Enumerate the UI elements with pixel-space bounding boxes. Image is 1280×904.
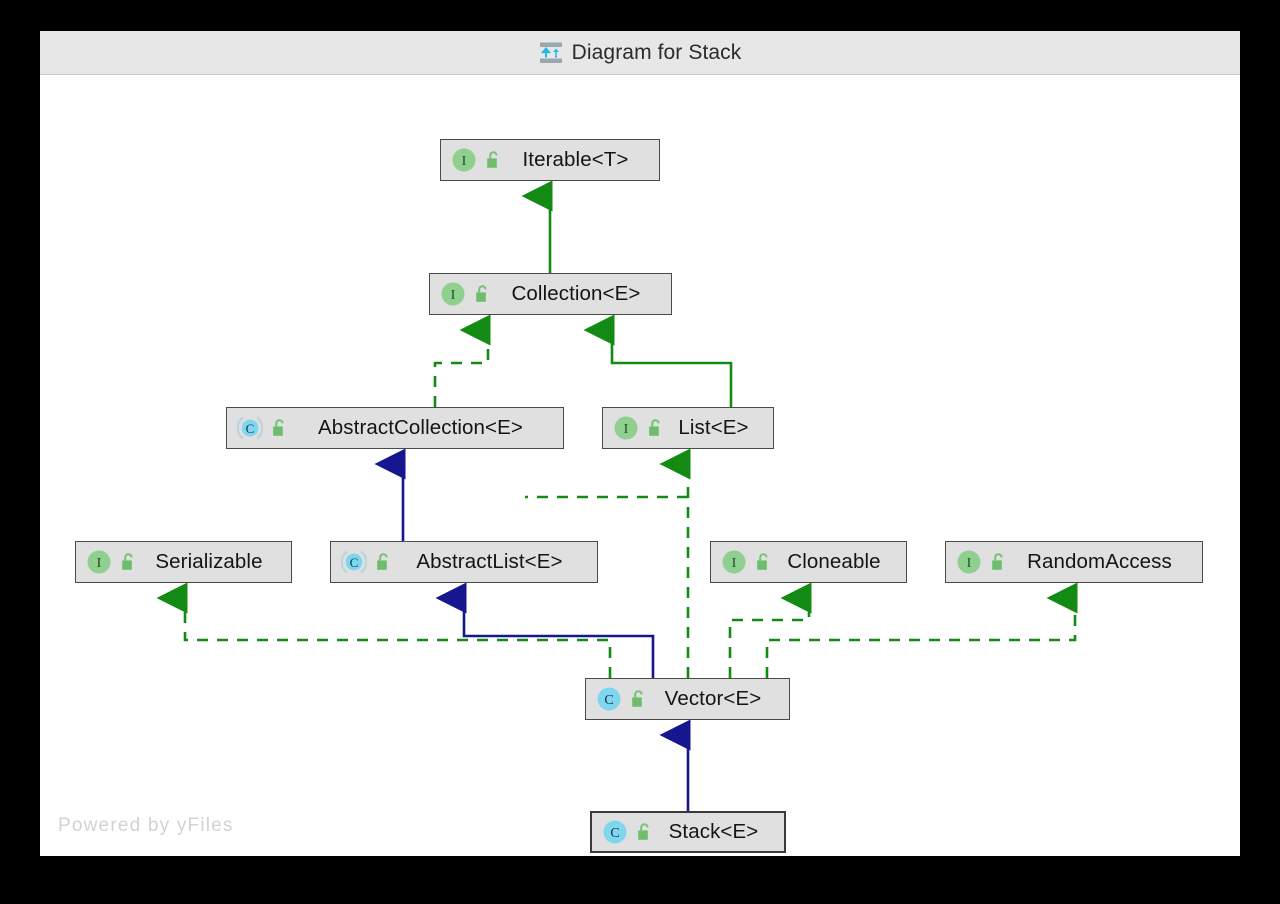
class-stereotype-icon: C xyxy=(602,819,628,845)
class-node-abstractlist[interactable]: C AbstractList<E> xyxy=(330,541,598,583)
open-padlock-icon xyxy=(755,553,772,571)
edge-layer xyxy=(156,180,1078,811)
edge-vector-to-abstractlist xyxy=(435,582,655,678)
diagram-hierarchy-icon xyxy=(539,42,563,64)
edge-vector-to-cloneable xyxy=(728,582,812,678)
open-padlock-icon xyxy=(485,151,502,169)
open-padlock-icon xyxy=(474,285,491,303)
class-node-label: List<E> xyxy=(678,416,749,439)
svg-text:C: C xyxy=(350,555,359,570)
edge-vector-to-randomaccess xyxy=(765,582,1078,678)
diagram-window: Diagram for Stack xyxy=(40,31,1240,856)
class-node-randomaccess[interactable]: I RandomAccess xyxy=(945,541,1203,583)
abstract-class-stereotype-icon: C xyxy=(341,549,367,575)
class-node-iterable[interactable]: I Iterable<T> xyxy=(440,139,660,181)
open-padlock-icon xyxy=(647,419,664,437)
open-padlock-icon xyxy=(990,553,1007,571)
svg-text:I: I xyxy=(732,556,737,571)
interface-stereotype-icon: I xyxy=(440,281,466,307)
open-padlock-icon xyxy=(120,553,137,571)
svg-text:I: I xyxy=(624,422,629,437)
class-node-stack[interactable]: C Stack<E> xyxy=(590,811,786,853)
yfiles-watermark: Powered by yFiles xyxy=(58,815,234,836)
interface-stereotype-icon: I xyxy=(451,147,477,173)
class-node-cloneable[interactable]: I Cloneable xyxy=(710,541,907,583)
interface-stereotype-icon: I xyxy=(613,415,639,441)
class-node-collection[interactable]: I Collection<E> xyxy=(429,273,672,315)
class-node-label: Vector<E> xyxy=(664,687,762,710)
svg-text:I: I xyxy=(967,556,972,571)
open-padlock-icon xyxy=(375,553,392,571)
abstract-class-stereotype-icon: C xyxy=(237,415,263,441)
class-node-abstractcollection[interactable]: C AbstractCollection<E> xyxy=(226,407,564,449)
class-node-label: Iterable<T> xyxy=(522,148,629,171)
class-stereotype-icon: C xyxy=(596,686,622,712)
class-node-label: AbstractList<E> xyxy=(416,550,563,573)
class-node-label: Collection<E> xyxy=(511,282,641,305)
edge-abstractcollection-to-collection xyxy=(433,314,491,407)
svg-text:C: C xyxy=(610,826,619,841)
open-padlock-icon xyxy=(630,690,647,708)
svg-text:I: I xyxy=(97,556,102,571)
class-node-label: Stack<E> xyxy=(668,820,759,843)
window-titlebar: Diagram for Stack xyxy=(40,31,1240,75)
svg-text:C: C xyxy=(246,421,255,436)
edge-vector-to-serializable xyxy=(156,582,612,678)
svg-text:I: I xyxy=(462,154,467,169)
class-node-label: Cloneable xyxy=(787,550,881,573)
open-padlock-icon xyxy=(636,823,653,841)
class-node-label: Serializable xyxy=(155,550,263,573)
class-node-label: RandomAccess xyxy=(1027,550,1172,573)
edge-list-to-collection xyxy=(583,314,733,407)
interface-stereotype-icon: I xyxy=(956,549,982,575)
svg-text:I: I xyxy=(451,288,456,303)
class-node-list[interactable]: I List<E> xyxy=(602,407,774,449)
open-padlock-icon xyxy=(271,419,288,437)
class-node-vector[interactable]: C Vector<E> xyxy=(585,678,790,720)
class-node-label: AbstractCollection<E> xyxy=(318,416,523,439)
interface-stereotype-icon: I xyxy=(86,549,112,575)
svg-text:C: C xyxy=(604,693,613,708)
diagram-canvas[interactable]: I Iterable<T> I xyxy=(40,75,1240,856)
page-title: Diagram for Stack xyxy=(571,40,742,64)
interface-stereotype-icon: I xyxy=(721,549,747,575)
class-node-serializable[interactable]: I Serializable xyxy=(75,541,292,583)
